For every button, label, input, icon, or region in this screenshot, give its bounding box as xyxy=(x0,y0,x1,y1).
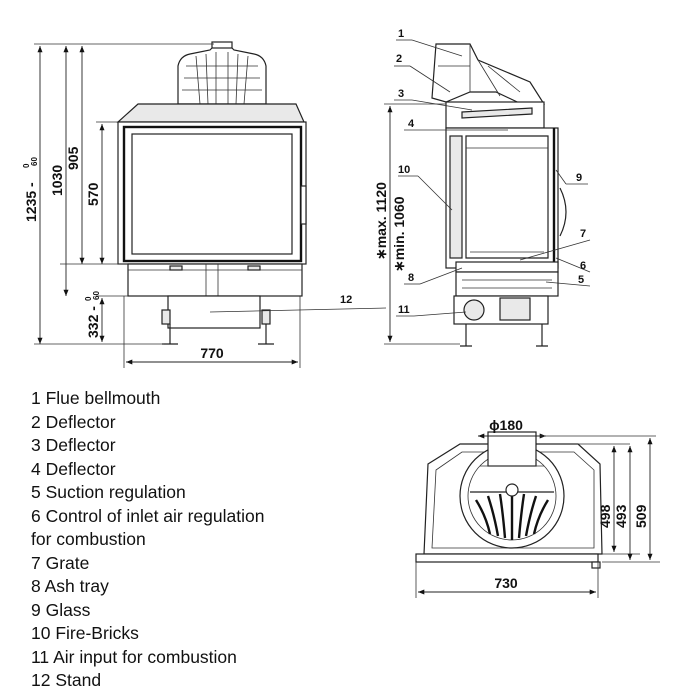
side-ash-tray xyxy=(455,271,559,297)
callout-9: 9 xyxy=(576,172,582,184)
top-base-plate xyxy=(415,553,599,563)
dim-1030-label: 1030 xyxy=(49,165,65,196)
dim-730-label: 730 xyxy=(494,575,518,591)
dim-498-label: 498 xyxy=(597,504,613,528)
legend-item-inlet-air-control: 6 Control of inlet air regulation xyxy=(31,505,265,526)
dim-905-label: 905 xyxy=(65,146,81,170)
callout-7: 7 xyxy=(580,228,586,240)
dim-phi180: ϕ180 xyxy=(478,417,546,439)
top-view: ϕ180 498 493 509 730 xyxy=(415,417,660,598)
dim-1235-label: 1235 - xyxy=(23,182,39,222)
dim-max-label: ∗max. 1120 xyxy=(373,182,389,260)
dim-905: 905 xyxy=(65,46,85,264)
legend-item-fire-bricks: 10 Fire-Bricks xyxy=(31,623,139,643)
dim-top-verticals: 498 493 509 xyxy=(540,435,660,563)
legend-item-flue-bellmouth: 1 Flue bellmouth xyxy=(31,388,161,408)
side-handle xyxy=(559,187,567,237)
front-body xyxy=(117,121,307,265)
front-glass xyxy=(131,133,293,255)
parts-legend: 1 Flue bellmouth 2 Deflector 3 Deflector… xyxy=(31,387,371,693)
dim-1030: 1030 xyxy=(49,46,69,296)
callout-5: 5 xyxy=(578,274,584,286)
dim-1235: 1235 - 0 60 xyxy=(22,43,214,345)
callout-6: 6 xyxy=(580,260,586,272)
top-flue-neck xyxy=(487,431,537,467)
front-lower-section xyxy=(127,263,303,297)
front-view: 1235 - 0 60 1030 905 570 332 - 0 60 xyxy=(22,41,387,368)
dim-509-label: 509 xyxy=(633,504,649,528)
legend-item-ash-tray: 8 Ash tray xyxy=(31,576,109,596)
front-stand xyxy=(161,295,274,345)
side-grate xyxy=(455,261,559,273)
dim-570: 570 xyxy=(60,121,128,265)
dim-493-label: 493 xyxy=(613,504,629,528)
dim-730: 730 xyxy=(415,562,599,598)
legend-item-air-input: 11 Air input for combustion xyxy=(31,646,237,667)
legend-item-deflector-3: 3 Deflector xyxy=(31,435,116,455)
legend-item-stand: 12 Stand xyxy=(31,670,102,690)
legend-item-grate: 7 Grate xyxy=(31,552,90,573)
front-flue-bellmouth xyxy=(177,41,267,105)
callout-2: 2 xyxy=(396,53,402,65)
dim-570-label: 570 xyxy=(85,182,101,206)
callout-4: 4 xyxy=(408,118,415,130)
legend-item-inlet-air-control-cont: for combustion xyxy=(31,529,146,549)
side-view: ∗max. 1120 ∗min. 1060 1 2 3 4 10 9 7 xyxy=(373,28,591,347)
dim-max-min: ∗max. 1120 ∗min. 1060 xyxy=(373,103,460,345)
dim-1235-tol-bottom: 60 xyxy=(30,157,39,166)
legend-item-suction-regulation: 5 Suction regulation xyxy=(31,482,186,502)
callout-10: 10 xyxy=(398,164,410,176)
dim-770-label: 770 xyxy=(200,345,224,361)
side-callouts: 1 2 3 4 10 9 7 6 8 5 xyxy=(394,28,591,317)
dim-min-label: ∗min. 1060 xyxy=(391,196,407,272)
side-fire-bricks xyxy=(449,135,463,259)
dim-332-tol-bottom: 60 xyxy=(92,291,101,300)
callout-11: 11 xyxy=(398,304,410,316)
dim-332-tol-top: 0 xyxy=(84,296,93,301)
callout-8: 8 xyxy=(408,272,414,284)
legend-item-glass: 9 Glass xyxy=(31,599,91,620)
dim-770: 770 xyxy=(123,296,301,368)
callout-1: 1 xyxy=(398,28,404,40)
front-handle xyxy=(300,185,307,225)
top-grill xyxy=(470,483,554,540)
front-deflector-plate xyxy=(116,103,305,123)
side-main-body xyxy=(445,127,559,269)
callout-12: 12 xyxy=(209,294,387,313)
dim-1235-tol-top: 0 xyxy=(22,163,31,168)
legend-item-deflector-2: 2 Deflector xyxy=(31,411,116,432)
legend-item-deflector-4: 4 Deflector xyxy=(31,458,116,479)
callout-12-label: 12 xyxy=(340,294,352,306)
dim-332-label: 332 - xyxy=(85,306,101,338)
dim-332: 332 - 0 60 xyxy=(84,291,128,342)
dim-phi180-label: ϕ180 xyxy=(489,417,523,433)
callout-3: 3 xyxy=(398,88,404,100)
